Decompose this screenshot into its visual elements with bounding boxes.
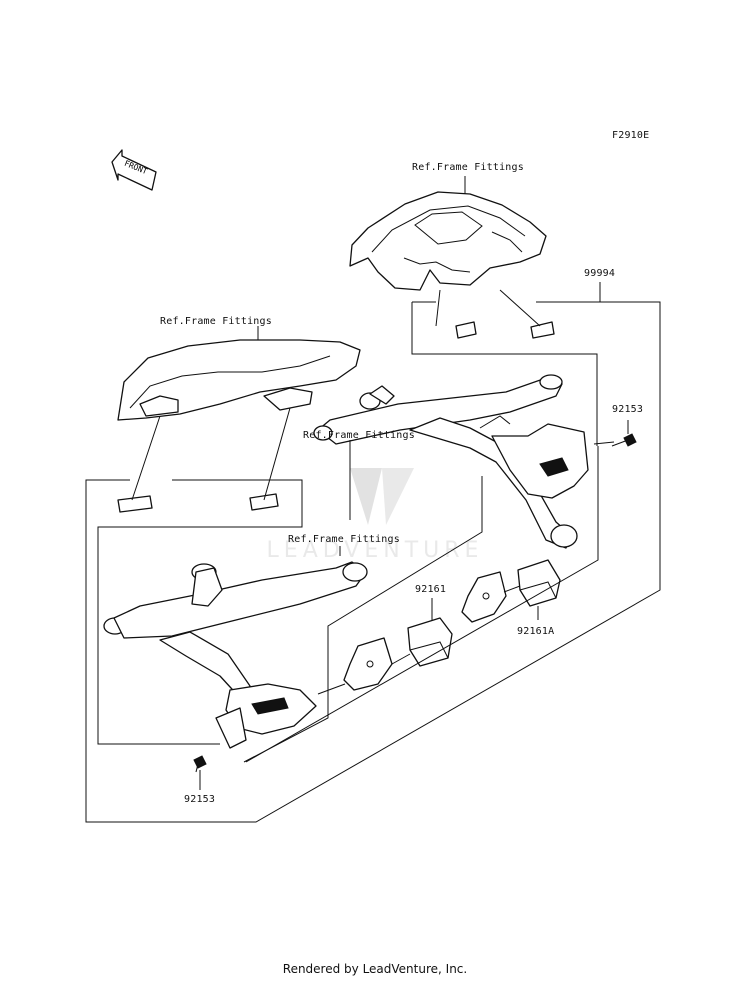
upper-pads [455,321,555,339]
part-92161a-label[interactable]: 92161A [517,626,555,637]
left-guard-frame [103,561,368,749]
bolt-92153-right [611,433,637,447]
ref-frame-fittings-label-lower: Ref.Frame Fittings [288,534,400,545]
plate-lower [343,637,393,691]
diagram-code: F2910E [612,130,650,141]
part-92153-left-label[interactable]: 92153 [184,794,216,805]
cover-92161a [517,559,561,607]
part-92161-label[interactable]: 92161 [415,584,447,595]
bolt-92153-left [193,755,207,773]
side-frame-fitting [117,339,361,421]
right-guard-frame [313,374,589,549]
left-pads [117,493,279,513]
part-99994-label[interactable]: 99994 [584,268,616,279]
leadventure-watermark: LEADVENTURE [267,468,484,563]
part-92153-right-label[interactable]: 92153 [612,404,644,415]
plate-upper [461,571,507,623]
rear-frame-fitting [349,191,547,291]
leader-lines [85,176,661,823]
ref-frame-fittings-label-mid: Ref.Frame Fittings [303,430,415,441]
footer-credit: Rendered by LeadVenture, Inc. [282,962,468,976]
front-arrow-icon: FRONT [111,149,157,191]
cover-92161 [407,617,453,667]
ref-frame-fittings-label-left: Ref.Frame Fittings [160,316,272,327]
svg-text:LEADVENTURE: LEADVENTURE [267,538,484,563]
ref-frame-fittings-label-top: Ref.Frame Fittings [412,162,524,173]
